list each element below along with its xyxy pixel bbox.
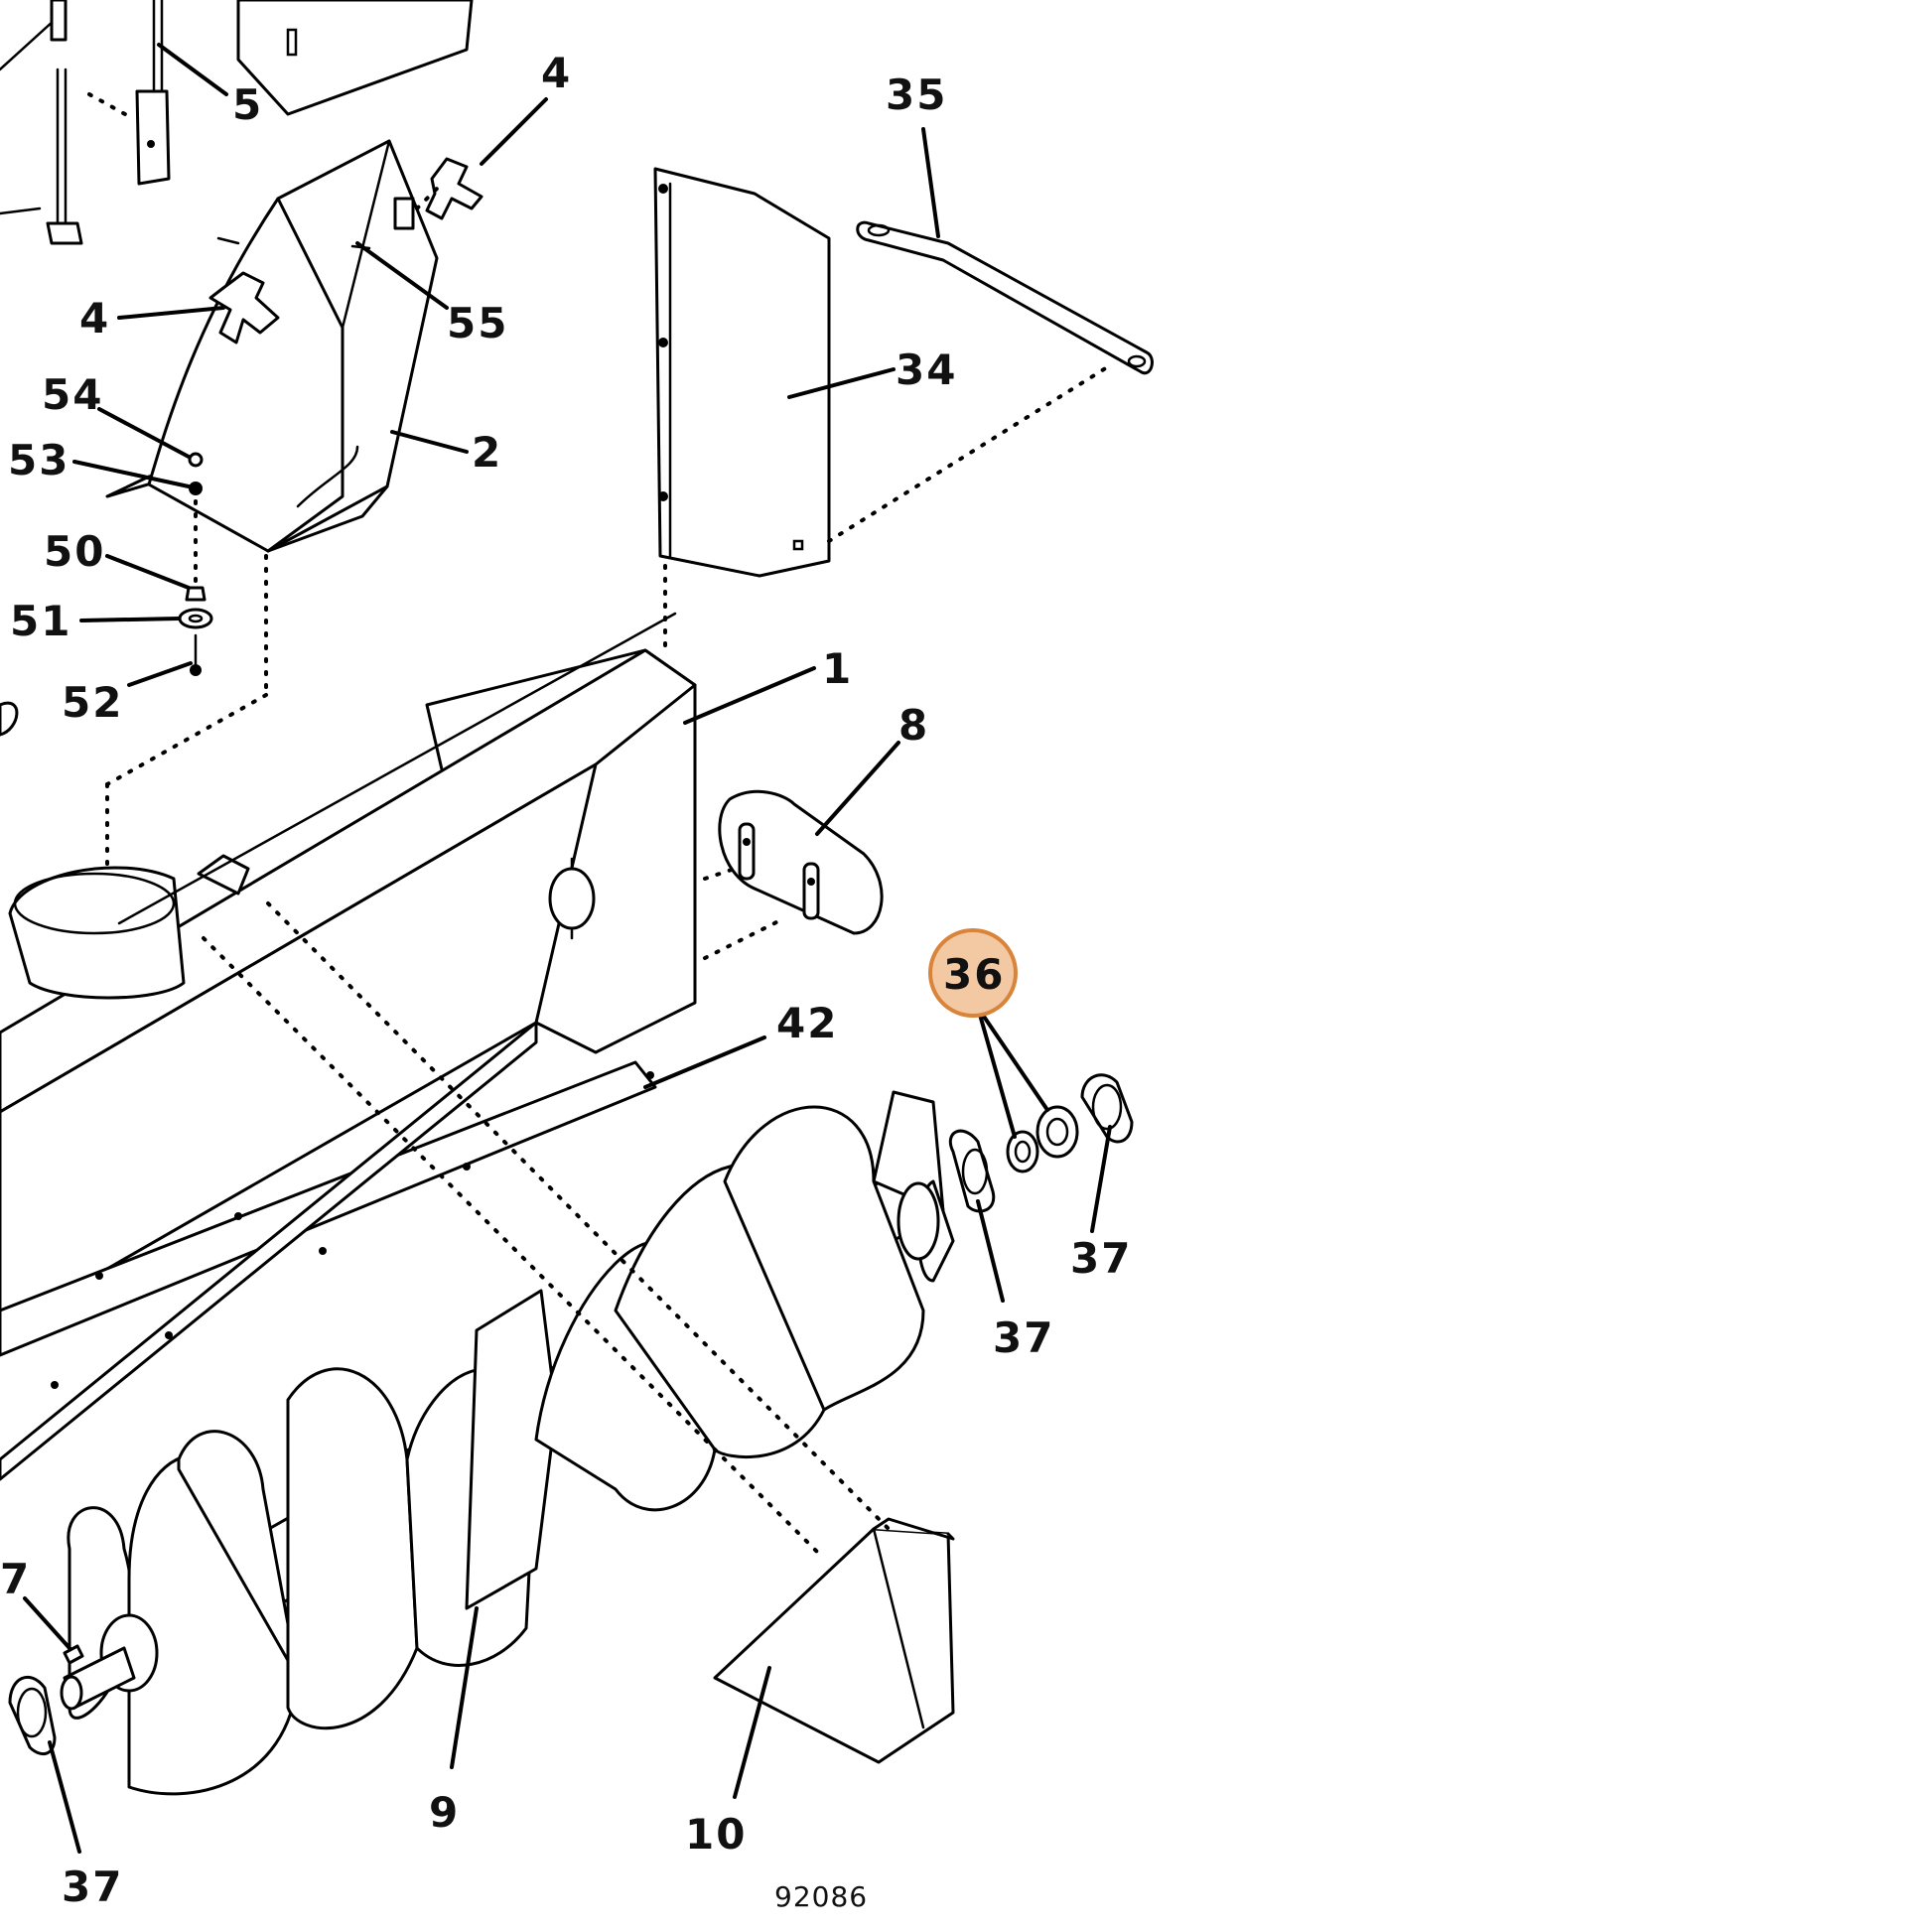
label-4-top: 4 (541, 49, 572, 97)
auger-housing (0, 612, 697, 1332)
assembly-lines (202, 901, 896, 1561)
label-50: 50 (44, 527, 105, 576)
label-7: 7 (0, 1555, 31, 1603)
label-8: 8 (898, 701, 929, 750)
label-54: 54 (42, 370, 103, 419)
bearing-set (8, 1073, 1134, 1756)
skid-shoe (703, 789, 884, 960)
label-35: 35 (886, 70, 947, 119)
leader-lines (23, 43, 1112, 1854)
label-52: 52 (62, 678, 123, 727)
figure-number: 92086 (774, 1880, 868, 1913)
label-10: 10 (685, 1810, 747, 1859)
rod-assembly (0, 0, 474, 245)
label-42: 42 (776, 999, 838, 1047)
part-labels: 5 4 35 4 55 34 54 53 2 50 51 1 52 8 36 4… (0, 49, 1132, 1913)
impeller (713, 1517, 955, 1764)
discharge-chute (105, 139, 483, 553)
label-5: 5 (232, 80, 263, 129)
label-55: 55 (447, 299, 508, 347)
label-37-mid: 37 (993, 1313, 1054, 1362)
label-37-right: 37 (1070, 1234, 1132, 1283)
label-34: 34 (896, 345, 957, 394)
label-36: 36 (943, 950, 1005, 999)
support-bracket (856, 220, 1154, 375)
label-9: 9 (429, 1788, 460, 1837)
label-2: 2 (472, 428, 502, 477)
label-4-left: 4 (79, 294, 110, 343)
highlight-circle (928, 928, 1018, 1018)
label-53: 53 (8, 436, 69, 484)
side-deflector (653, 167, 1109, 657)
label-37-left: 37 (62, 1863, 123, 1911)
label-51: 51 (10, 597, 71, 645)
auger (60, 1090, 955, 1796)
shave-plate (0, 1021, 657, 1481)
label-1: 1 (822, 644, 853, 693)
